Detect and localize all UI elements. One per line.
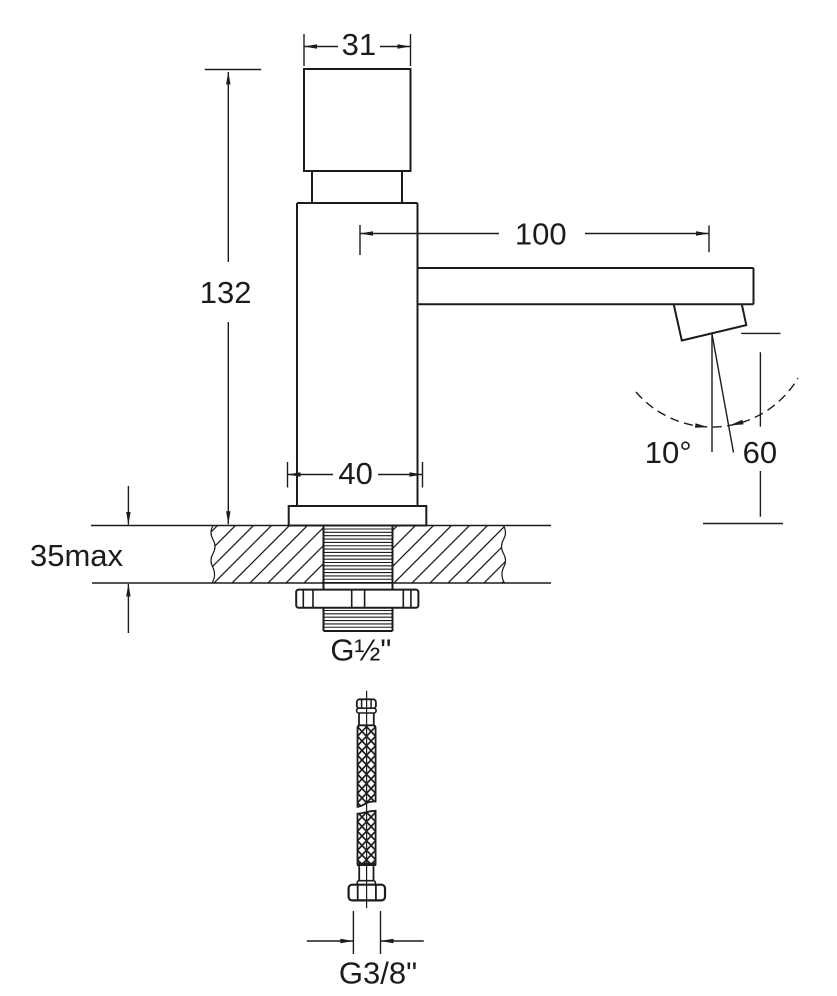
svg-text:31: 31 — [342, 27, 376, 62]
svg-text:60: 60 — [743, 435, 777, 470]
svg-text:35max: 35max — [30, 538, 124, 573]
svg-text:40: 40 — [338, 456, 372, 491]
svg-text:G3/8": G3/8" — [339, 956, 417, 991]
svg-text:132: 132 — [200, 275, 252, 310]
svg-text:G½": G½" — [330, 633, 391, 668]
svg-text:10°: 10° — [645, 435, 692, 470]
svg-text:100: 100 — [515, 217, 567, 252]
